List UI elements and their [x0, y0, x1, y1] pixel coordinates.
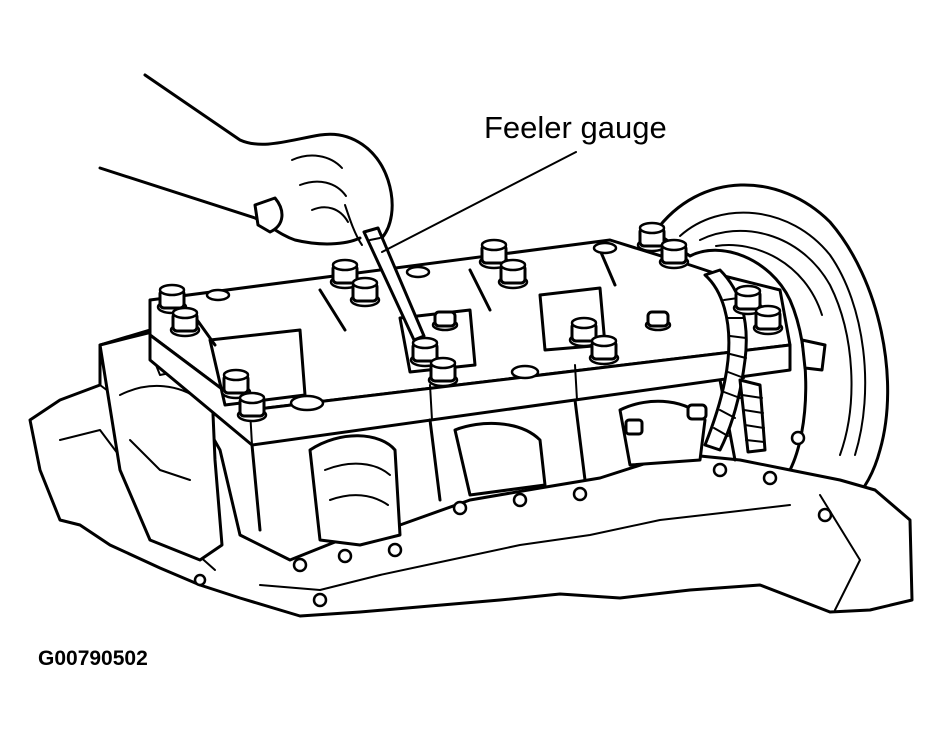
bolt: [588, 334, 620, 366]
bolt: [644, 310, 672, 332]
crank-sprocket: [703, 268, 827, 454]
main-cap-bolts: [156, 221, 784, 436]
bolt: [220, 368, 252, 400]
bolt: [636, 221, 668, 253]
bolt: [624, 418, 644, 436]
bolt: [497, 258, 529, 290]
feeler-gauge: [362, 226, 426, 342]
bolt: [686, 403, 708, 421]
bolt: [752, 304, 784, 336]
bolt: [236, 391, 268, 423]
callout-leader-line: [381, 151, 577, 253]
cap-holes: [205, 241, 618, 412]
feeler-gauge-label: Feeler gauge: [484, 110, 667, 145]
bolt: [431, 310, 459, 332]
technician-hand: [98, 73, 394, 269]
bolt: [427, 356, 459, 388]
bolt: [349, 276, 381, 308]
crankcase-flange: [28, 328, 914, 618]
bolt: [658, 238, 690, 270]
bolt: [169, 306, 201, 338]
figure-id: G00790502: [38, 647, 148, 670]
flange-bolt-holes: [193, 430, 833, 608]
